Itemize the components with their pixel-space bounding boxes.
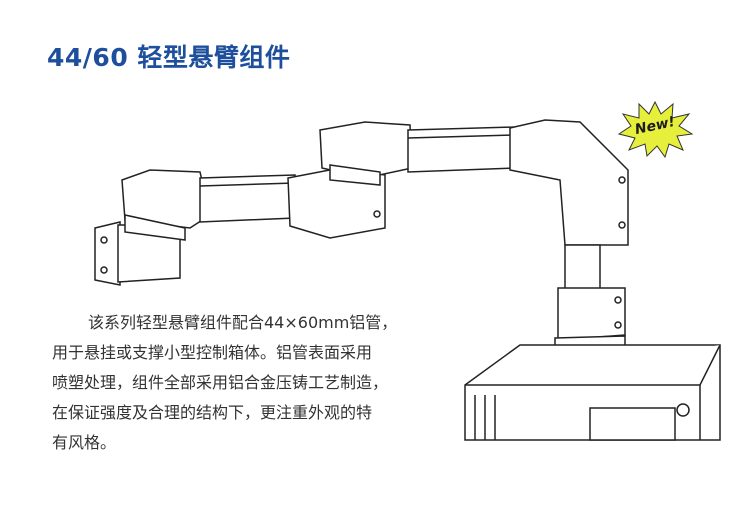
description-line: 有风格。	[52, 433, 117, 452]
page-title: 44/60 轻型悬臂组件	[47, 43, 291, 72]
new-badge: New!	[617, 100, 694, 159]
starburst-icon	[617, 100, 694, 159]
description-line: 用于悬挂或支撑小型控制箱体。铝管表面采用	[52, 343, 373, 362]
product-description: 该系列轻型悬臂组件配合44×60mm铝管， 用于悬挂或支撑小型控制箱体。铝管表面…	[52, 308, 452, 458]
description-line: 在保证强度及合理的结构下，更注重外观的特	[52, 403, 373, 422]
description-line: 喷塑处理，组件全部采用铝合金压铸工艺制造，	[52, 373, 389, 392]
description-line: 该系列轻型悬臂组件配合44×60mm铝管，	[88, 313, 398, 332]
